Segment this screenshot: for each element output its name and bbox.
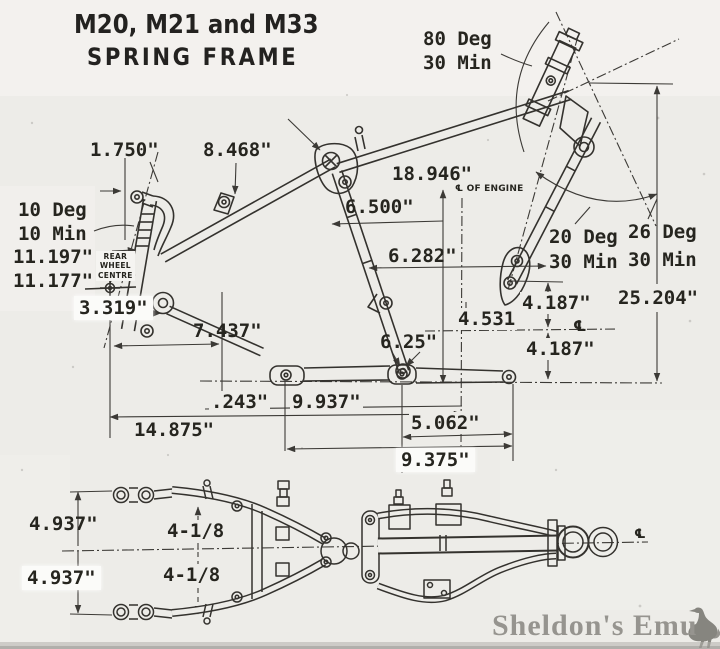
rear-wheel-centre-label: REAR WHEEL CENTRE: [96, 251, 135, 282]
watermark-text: Sheldon's Emu: [492, 609, 698, 642]
plan-centreline-symbol: ℄: [634, 527, 646, 542]
dim-8-468: 8.468": [203, 139, 272, 161]
dim-angle20-min: 30 Min: [549, 251, 618, 273]
dim-plan-4-18-upper: 4-1/8: [165, 520, 227, 542]
steering-head: [522, 27, 584, 127]
dim-angle26-min: 30 Min: [628, 249, 697, 271]
dim-plan-4-937-lower: 4.937": [22, 566, 101, 590]
plan-view-drawing: [112, 479, 619, 625]
dim-14-875: 14.875": [132, 419, 217, 441]
dim-6-282: 6.282": [388, 245, 457, 267]
dim-rear-angle-min: 10 Min: [18, 223, 87, 245]
dim-9-937: 9.937": [290, 391, 363, 413]
page-subtitle: SPRING FRAME: [87, 43, 299, 71]
page-title: M20, M21 and M33: [74, 10, 319, 40]
dim-6-25: 6.25": [380, 331, 438, 353]
dim-3-319: 3.319": [74, 296, 153, 320]
dim-plan-4-18-lower: 4-1/8: [161, 564, 223, 586]
dim-7-437: 7.437": [193, 320, 262, 342]
dim-plan-4-937-upper: 4.937": [29, 513, 98, 535]
dim-11-197: 11.197": [13, 246, 94, 268]
dim-head-angle-min: 30 Min: [423, 52, 492, 74]
dim-1-750: 1.750": [90, 139, 159, 161]
emu-icon: [688, 607, 720, 648]
scan-specks: [20, 93, 706, 608]
dim-angle26-deg: 26 Deg: [628, 221, 697, 243]
dim-6-500: 6.500": [345, 196, 414, 218]
dim-18-946: 18.946": [392, 163, 473, 185]
dim-angle20-deg: 20 Deg: [549, 226, 618, 248]
side-view-drawing: [84, 27, 602, 386]
engine-centreline-label: ℄ OF ENGINE: [455, 184, 524, 194]
dim-rear-angle-deg: 10 Deg: [18, 199, 87, 221]
dim-5-062: 5.062": [409, 412, 482, 434]
dim-4-187-upper: 4.187": [520, 292, 593, 314]
dim-4-187-lower: 4.187": [524, 338, 597, 360]
dim-head-angle-deg: 80 Deg: [423, 28, 492, 50]
centreline-symbol: ℄: [573, 317, 587, 335]
dim-9-375: 9.375": [396, 448, 475, 472]
dim-4-531: 4.531: [456, 308, 518, 330]
dim-11-177: 11.177": [13, 270, 94, 292]
scan-edge: [0, 642, 720, 649]
dim-0-243: .243": [209, 391, 271, 413]
dim-25-204: 25.204": [616, 287, 701, 309]
